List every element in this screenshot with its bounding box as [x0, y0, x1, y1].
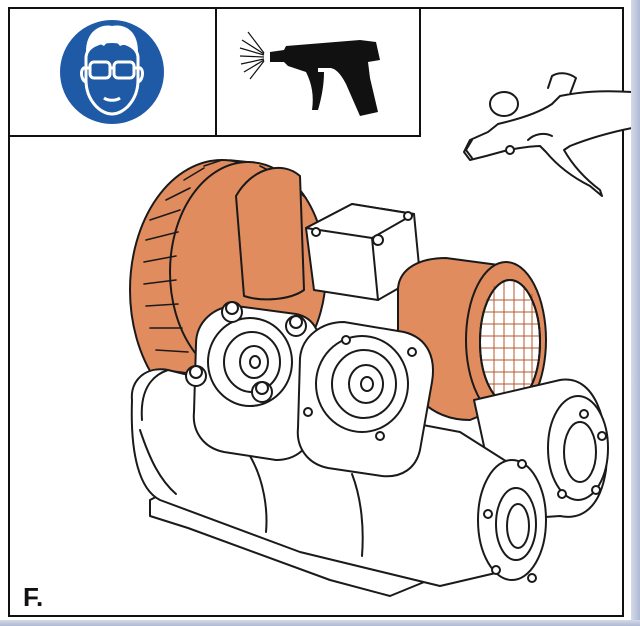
goggles-sign-cell: [8, 7, 217, 137]
blow-gun-sign-cell: [215, 7, 421, 137]
window-edge-bottom: [0, 620, 640, 626]
step-label: F.: [23, 582, 44, 612]
window-edge-right: [631, 0, 640, 626]
